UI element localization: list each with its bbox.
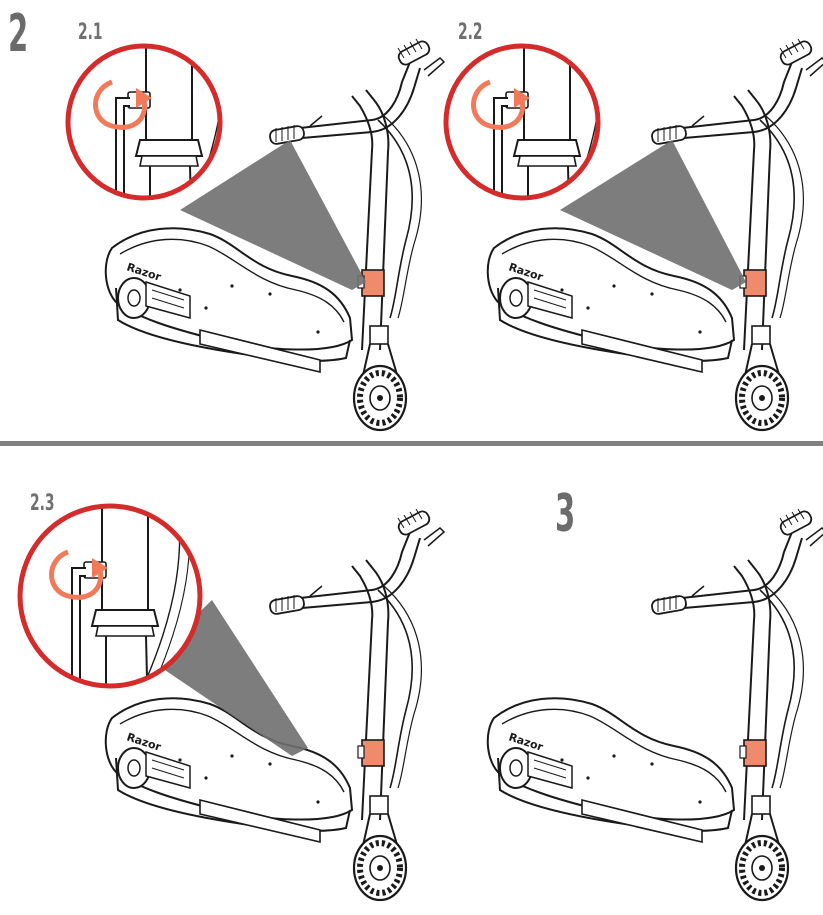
section-divider — [0, 441, 823, 446]
step-number-2: 2 — [8, 4, 29, 64]
callout-ring — [17, 503, 203, 689]
callout-ring — [65, 43, 223, 201]
callout-beam — [180, 140, 366, 290]
panel-3 — [488, 509, 823, 900]
panel-2-3 — [17, 503, 444, 900]
panel-2-2 — [443, 20, 823, 430]
panel-2-1 — [65, 20, 444, 430]
substep-label-2-2: 2.2 — [458, 20, 483, 45]
callout-ring — [443, 43, 601, 201]
callout-beam — [560, 140, 746, 290]
scooter-illustration — [488, 509, 823, 900]
substep-label-2-1: 2.1 — [78, 20, 103, 45]
substep-label-2-3: 2.3 — [30, 491, 55, 516]
step-number-3: 3 — [555, 484, 576, 544]
